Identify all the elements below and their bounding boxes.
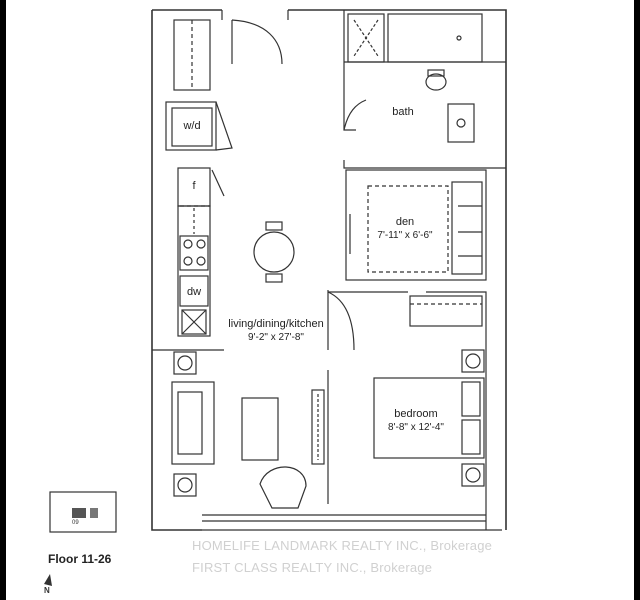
key-plan-unit-number: 09 <box>72 520 79 526</box>
room-dimension-den: 7'-11" x 6'-6" <box>377 230 433 241</box>
bedroom-closet <box>409 295 483 327</box>
watermark-line-2: FIRST CLASS REALTY INC., Brokerage <box>192 560 433 575</box>
north-arrow-icon <box>44 574 52 586</box>
watermark-line-1: HOMELIFE LANDMARK REALTY INC., Brokerage <box>192 538 493 553</box>
dining-table <box>253 231 295 273</box>
den-wall <box>345 169 487 281</box>
kitchen-sink <box>181 309 207 335</box>
laundry-closet <box>165 101 217 151</box>
appliance-label-washer-dryer: w/d <box>183 120 201 132</box>
entry-door <box>221 10 289 65</box>
room-label-living: living/dining/kitchen <box>228 318 324 330</box>
bottom-window-wall <box>202 514 502 531</box>
coffee-table <box>241 397 279 461</box>
floor-plan-sheet: bath den 7'-11" x 6'-6" living/dining/ki… <box>6 0 634 600</box>
appliance-label-fridge: f <box>192 180 196 192</box>
bedroom-door <box>327 291 355 351</box>
bath-door <box>343 99 367 131</box>
room-dimension-bedroom: 8'-8" x 12'-4" <box>388 422 444 433</box>
nightstand-bottom <box>461 463 485 487</box>
den-dashed-area <box>367 185 449 273</box>
accent-table-top <box>173 351 197 375</box>
counter-run <box>177 205 211 337</box>
key-plan-frame <box>49 491 117 533</box>
outer-wall <box>151 9 507 531</box>
dishwasher <box>179 275 209 307</box>
room-label-bath: bath <box>392 106 414 118</box>
floor-label: Floor 11-26 <box>48 552 112 566</box>
room-dimension-living: 9'-2" x 27'-8" <box>248 332 304 343</box>
room-label-den: den <box>395 216 415 228</box>
nightstand-top <box>461 349 485 373</box>
lounge-chair <box>259 466 307 509</box>
sofa <box>171 381 215 465</box>
accent-table-bottom <box>173 473 197 497</box>
floor-plan-drawing <box>44 9 507 586</box>
bathtub <box>387 13 483 63</box>
vanity-sink <box>447 103 475 143</box>
den-sofa <box>451 181 483 275</box>
room-label-bedroom: bedroom <box>394 408 438 420</box>
appliance-label-dishwasher: dw <box>186 286 202 298</box>
north-label: N <box>44 586 50 595</box>
bedroom-wall <box>327 290 487 530</box>
cooktop <box>179 235 209 271</box>
bed <box>373 377 485 459</box>
toilet <box>425 73 447 91</box>
tv-unit <box>311 389 325 465</box>
